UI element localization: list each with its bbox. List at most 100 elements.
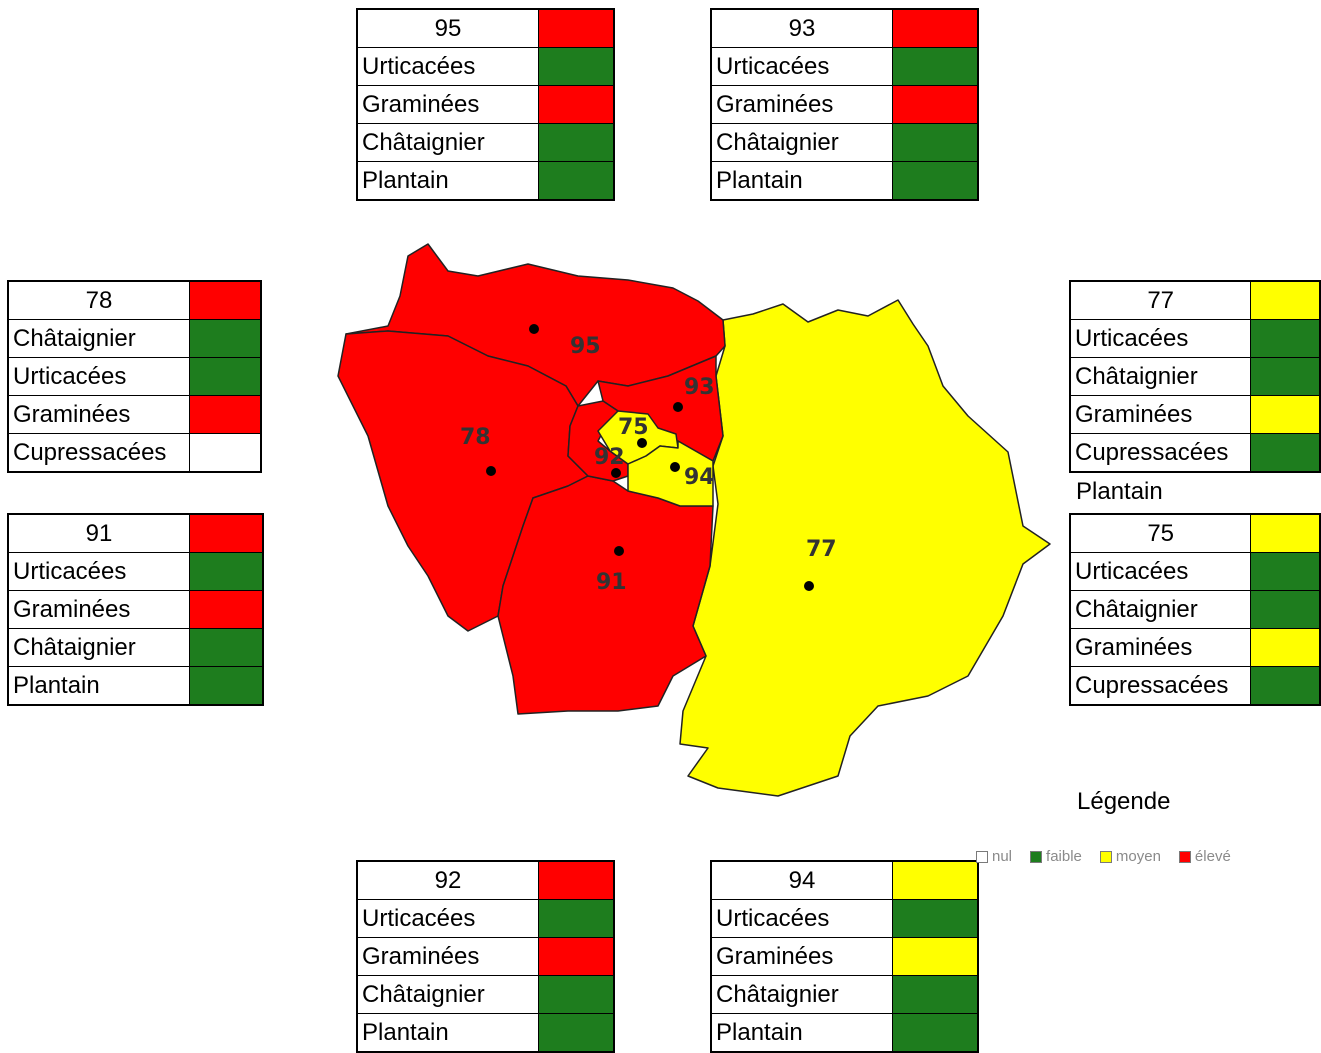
outside-label-plantain: Plantain	[1076, 478, 1163, 505]
legend-item-faible: faible	[1030, 848, 1082, 865]
department-code: 95	[356, 8, 539, 48]
table-row: Plantain	[7, 666, 264, 706]
pollen-level-swatch	[189, 666, 264, 706]
department-code: 93	[710, 8, 893, 48]
pollen-name: Châtaignier	[710, 975, 893, 1014]
department-level-swatch	[892, 8, 979, 48]
map-dot-94	[670, 462, 680, 472]
pollen-name: Châtaignier	[1069, 590, 1252, 629]
department-level-swatch	[189, 280, 262, 320]
pollen-name: Graminées	[710, 937, 893, 976]
pollen-name: Urticacées	[710, 899, 893, 938]
pollen-level-swatch	[189, 357, 262, 396]
pollen-level-swatch	[1250, 319, 1321, 358]
pollen-name: Urticacées	[7, 357, 190, 396]
pollen-level-swatch	[892, 1013, 979, 1053]
legend: nul faible moyen élevé	[976, 848, 1231, 865]
pollen-name: Urticacées	[356, 899, 539, 938]
pollen-name: Plantain	[710, 1013, 893, 1053]
pollen-level-swatch	[538, 899, 615, 938]
pollen-level-swatch	[538, 123, 615, 162]
department-code: 77	[1069, 280, 1252, 320]
table-row: Urticacées	[7, 552, 264, 591]
department-level-swatch	[538, 8, 615, 48]
map-label-75: 75	[618, 415, 649, 440]
pollen-level-swatch	[892, 975, 979, 1014]
table-row: Châtaignier	[7, 319, 262, 358]
pollen-level-swatch	[189, 628, 264, 667]
pollen-name: Plantain	[7, 666, 190, 706]
department-code: 94	[710, 860, 893, 900]
table-row: Châtaignier	[1069, 590, 1321, 629]
pollen-level-swatch	[538, 47, 615, 86]
table-row: Urticacées	[1069, 319, 1321, 358]
pollen-level-swatch	[538, 161, 615, 201]
table-row: Plantain	[356, 1013, 615, 1053]
pollen-name: Châtaignier	[7, 628, 190, 667]
pollen-name: Urticacées	[1069, 319, 1252, 358]
table-row: Plantain	[356, 161, 615, 201]
map-label-78: 78	[460, 425, 491, 450]
table-row: Graminées	[710, 937, 979, 976]
pollen-level-swatch	[892, 937, 979, 976]
department-code: 78	[7, 280, 190, 320]
table-row: Urticacées	[710, 899, 979, 938]
table-row: Urticacées	[356, 47, 615, 86]
table-header-row: 93	[710, 8, 979, 48]
department-level-swatch	[1250, 280, 1321, 320]
pollen-level-swatch	[892, 123, 979, 162]
table-row: Graminées	[7, 590, 264, 629]
table-row: Châtaignier	[1069, 357, 1321, 396]
legend-swatch	[1099, 850, 1112, 863]
pollen-name: Plantain	[710, 161, 893, 201]
table-row: Urticacées	[1069, 552, 1321, 591]
pollen-level-swatch	[1250, 357, 1321, 396]
map-label-92: 92	[594, 445, 625, 470]
map-region-94	[627, 440, 714, 507]
pollen-level-swatch	[1250, 552, 1321, 591]
pollen-name: Graminées	[356, 85, 539, 124]
table-row: Graminées	[710, 85, 979, 124]
table-row: Urticacées	[356, 899, 615, 938]
pollen-name: Graminées	[7, 590, 190, 629]
pollen-level-swatch	[189, 433, 262, 473]
map-dot-91	[614, 546, 624, 556]
table-row: Cupressacées	[1069, 666, 1321, 706]
map-dot-77	[804, 581, 814, 591]
table-header-row: 75	[1069, 513, 1321, 553]
pollen-level-swatch	[189, 590, 264, 629]
map-label-95: 95	[570, 334, 601, 359]
pollen-name: Châtaignier	[7, 319, 190, 358]
table-row: Châtaignier	[356, 123, 615, 162]
table-row: Graminées	[356, 85, 615, 124]
legend-title: Légende	[1077, 788, 1171, 815]
pollen-level-swatch	[892, 85, 979, 124]
map-label-91: 91	[596, 570, 627, 595]
legend-item-moyen: moyen	[1099, 848, 1161, 865]
pollen-level-swatch	[538, 1013, 615, 1053]
pollen-name: Cupressacées	[1069, 433, 1252, 473]
pollen-name: Châtaignier	[356, 975, 539, 1014]
department-level-swatch	[189, 513, 264, 553]
pollen-name: Graminées	[1069, 395, 1252, 434]
legend-swatch	[1030, 850, 1043, 863]
table-header-row: 77	[1069, 280, 1321, 320]
pollen-level-swatch	[1250, 666, 1321, 706]
map-dot-95	[529, 324, 539, 334]
legend-label: élevé	[1194, 848, 1231, 865]
pollen-level-swatch	[892, 899, 979, 938]
legend-label: nul	[992, 848, 1013, 865]
pollen-level-swatch	[892, 47, 979, 86]
pollen-level-swatch	[189, 395, 262, 434]
legend-item-nul: nul	[976, 848, 1012, 865]
legend-item-eleve: élevé	[1178, 848, 1231, 865]
legend-label: faible	[1046, 848, 1082, 865]
pollen-name: Urticacées	[7, 552, 190, 591]
map-dot-92	[611, 468, 621, 478]
map-dot-75	[637, 438, 647, 448]
